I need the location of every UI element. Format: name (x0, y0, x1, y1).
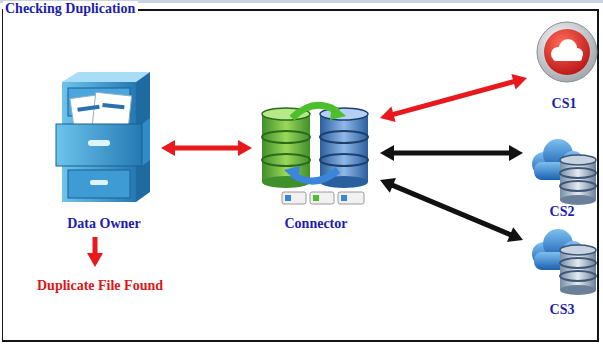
cloud-database-icon (532, 139, 596, 205)
file-cabinet-icon (56, 72, 150, 202)
db-ring (262, 131, 310, 143)
icon-disc (544, 29, 590, 75)
drawer-front (56, 124, 142, 166)
db-ring (262, 154, 310, 166)
db-ring (320, 154, 368, 166)
arrow-head (161, 140, 175, 156)
node-label: CS3 (526, 302, 598, 318)
paper-mark (77, 105, 99, 112)
db-body (320, 114, 368, 182)
arrow-shaft (392, 151, 511, 156)
red-cloud-icon (537, 22, 597, 82)
toolbar-button (338, 192, 364, 204)
node-label: CS2 (526, 204, 598, 220)
sync-arrow-head (330, 104, 346, 120)
db-body (262, 114, 310, 182)
arrow-head (509, 145, 523, 161)
arrow-head (380, 145, 394, 161)
arrow-shaft (392, 81, 516, 115)
arrow-shaft (93, 237, 98, 255)
toolbar-button (282, 192, 306, 204)
cloud-server-node: CS1 (530, 18, 598, 114)
db-ring (320, 131, 368, 143)
cloud-database-icon (532, 229, 596, 295)
result-message: Duplicate File Found (25, 270, 175, 296)
sync-arrow-head (284, 166, 300, 182)
data-owner-node: Data Owner (50, 68, 158, 234)
arrow-shaft (391, 185, 512, 236)
button-glyph (285, 195, 291, 201)
cloud-server-node: CS2 (526, 136, 598, 222)
arrow-head (238, 140, 252, 156)
paper-mark (102, 103, 124, 109)
connector-arrow (87, 237, 103, 267)
button-glyph (313, 195, 319, 201)
button-glyph (341, 195, 347, 201)
arrow-head (511, 74, 527, 89)
arrow-head (507, 227, 523, 242)
cloud-base (553, 54, 582, 61)
node-label: Duplicate File Found (25, 278, 175, 294)
node-label: CS1 (530, 96, 598, 112)
drawer-handle (90, 180, 108, 185)
connector-arrow (380, 74, 527, 122)
drawer-side (56, 118, 150, 166)
drawer-handle (88, 140, 110, 146)
icon-ring (537, 22, 597, 82)
arrow-head (380, 107, 396, 122)
node-label: Data Owner (50, 216, 158, 232)
arrow-head (380, 178, 396, 193)
cloud-server-node: CS3 (526, 224, 598, 320)
cabinet-top (62, 72, 150, 82)
toolbar-button (310, 192, 334, 204)
drawer (68, 170, 130, 198)
arrow-shaft (173, 146, 240, 151)
arrow-head (87, 253, 103, 267)
connector-node: Connector (255, 96, 377, 234)
connector-icon (262, 104, 368, 204)
connector-arrow (380, 178, 523, 242)
panel-title: Checking Duplication (3, 1, 138, 17)
connector-arrow (161, 140, 252, 156)
connector-arrow (380, 145, 523, 161)
node-label: Connector (255, 216, 377, 232)
